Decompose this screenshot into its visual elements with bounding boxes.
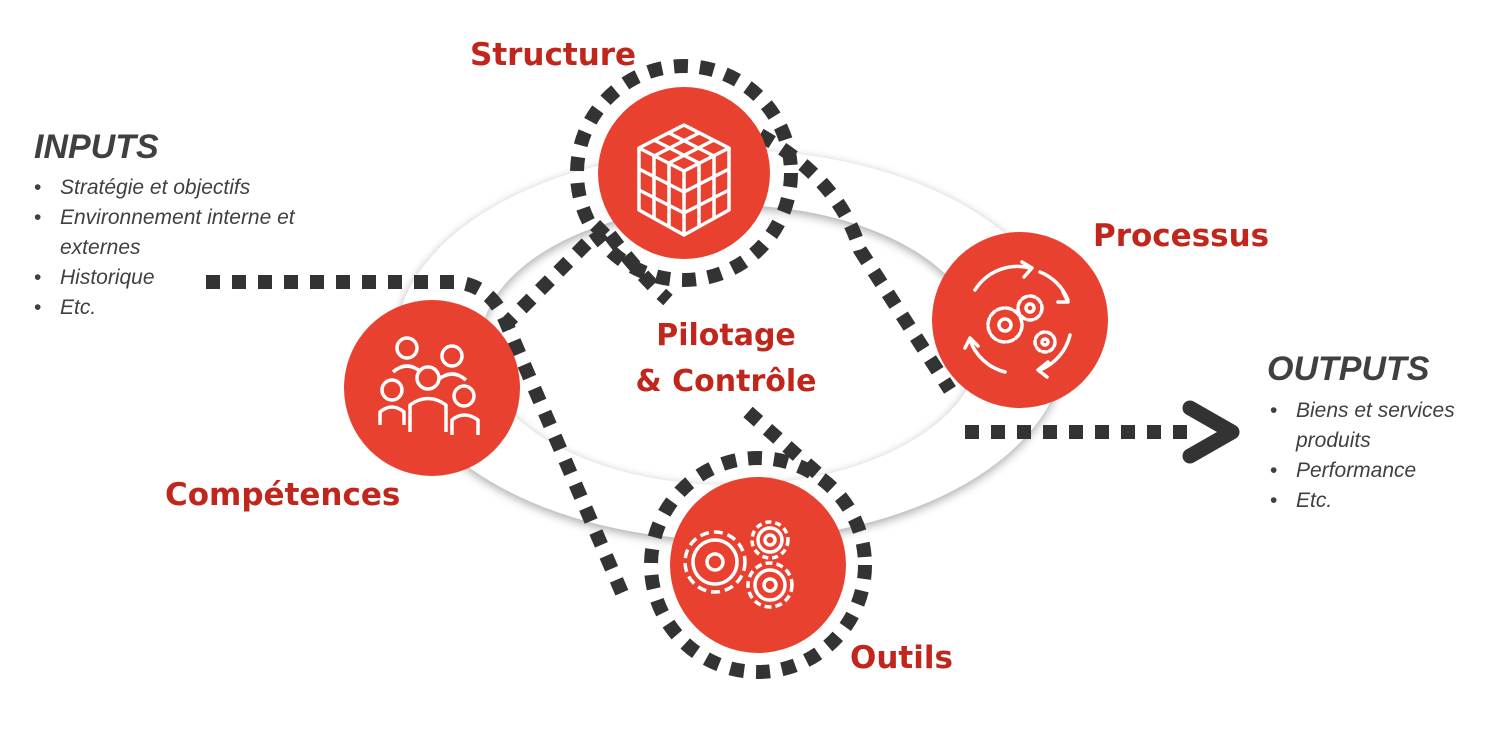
list-item: • Environnement interne et externes (34, 203, 374, 263)
list-item-text: Performance (1296, 459, 1417, 482)
bullet: • (34, 206, 42, 229)
list-item-text: Stratégie et objectifs (60, 176, 251, 199)
cycle-gears-icon (963, 260, 1072, 379)
processus-label: Processus (1093, 218, 1270, 254)
list-item-text: Biens et services produits (1296, 399, 1455, 452)
inputs-title: INPUTS (34, 128, 159, 166)
gears-icon (683, 520, 794, 609)
list-item-text: Etc. (1296, 489, 1333, 512)
structure-to-center-connector (604, 230, 673, 306)
outils-halo (644, 451, 872, 679)
center-label-line1: Pilotage (656, 318, 796, 353)
list-item: • Historique (34, 263, 374, 293)
bullet: • (34, 266, 42, 289)
outils-label: Outils (850, 640, 953, 676)
cube-icon (637, 123, 731, 237)
outputs-arrowhead (1182, 400, 1240, 464)
list-item: • Etc. (34, 293, 374, 323)
list-item: • Stratégie et objectifs (34, 173, 374, 203)
list-item: • Performance (1270, 456, 1495, 486)
bullet: • (34, 176, 42, 199)
center-to-outils-connector (743, 406, 830, 486)
structure-label: Structure (470, 37, 637, 73)
outputs-title: OUTPUTS (1267, 350, 1430, 388)
list-item: • Biens et services produits (1270, 396, 1495, 456)
center-label: Pilotage & Contrôle (596, 313, 856, 405)
structure-to-competences-connector (500, 220, 610, 330)
outputs-list: • Biens et services produits • Performance… (1270, 396, 1495, 516)
bullet: • (1270, 399, 1278, 422)
list-item-text: Environnement interne et externes (60, 206, 295, 259)
competences-label: Compétences (165, 477, 401, 513)
bullet: • (1270, 459, 1278, 482)
inputs-list: • Stratégie et objectifs • Environnement i… (34, 173, 374, 323)
structure-to-processus-connector (756, 128, 956, 394)
list-item-text: Historique (60, 266, 155, 289)
center-label-line2: & Contrôle (635, 364, 817, 399)
list-item: • Etc. (1270, 486, 1495, 516)
bullet: • (34, 296, 42, 319)
structure-halo (570, 59, 798, 287)
list-item-text: Etc. (60, 296, 97, 319)
people-group-icon (378, 336, 480, 435)
bullet: • (1270, 489, 1278, 512)
